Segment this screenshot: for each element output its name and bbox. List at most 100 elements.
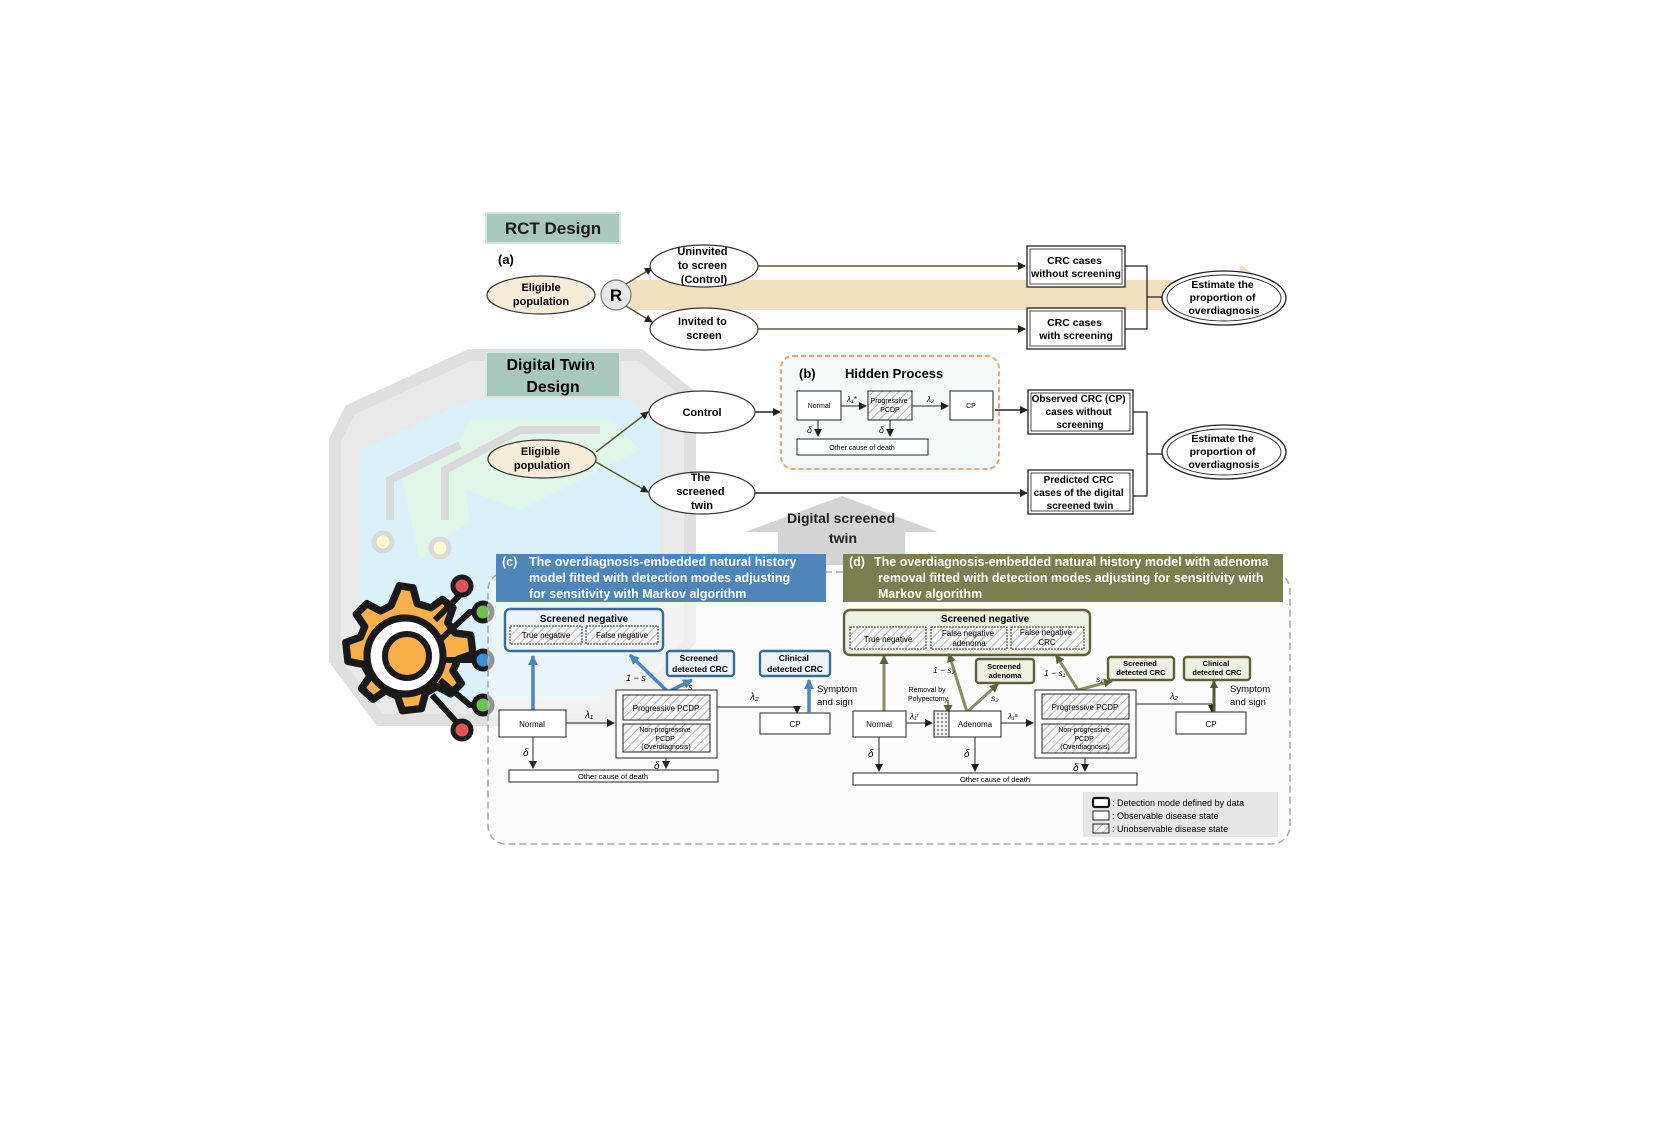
- legend: : Detection mode defined by data : Obser…: [1083, 792, 1278, 837]
- observed-line-3: screening: [1056, 420, 1103, 431]
- svg-text:Clinical detected CRC: Clinical detected CRC: [767, 653, 823, 674]
- c-nonprog-line-1: Non-progressive: [639, 727, 690, 734]
- panel-d-label: (d): [849, 555, 865, 569]
- c-cp-text: CP: [789, 720, 800, 729]
- digital-eligible-line-1: Eligible: [521, 446, 560, 458]
- crc-without-line-2: without screening: [1030, 268, 1121, 280]
- predicted-crc-box: [1027, 469, 1134, 515]
- d-screened-detected-box: [1106, 655, 1176, 682]
- hidden-delta-1: δ: [807, 425, 813, 435]
- digital-arrow-control: [595, 411, 649, 453]
- c-delta-2: δ: [654, 761, 660, 772]
- c-s: s: [688, 682, 693, 692]
- rct-arrow-uninvited: [625, 267, 653, 285]
- d-delta-1: δ: [868, 749, 874, 760]
- c-progressive-box: [622, 694, 711, 721]
- legend-unobservable-swatch: [1092, 823, 1110, 834]
- legend-unobservable-text: : Unobservable disease state: [1112, 824, 1228, 834]
- hidden-other-death-box: [796, 438, 929, 456]
- control-text: Control: [682, 407, 721, 419]
- c-false-negative-text: False negative: [596, 631, 649, 640]
- digital-header-line-2: Design: [526, 379, 579, 396]
- c-other-death-text: Other cause of death: [578, 772, 648, 781]
- svg-text:Symptom and sign: Symptom and sign: [817, 684, 860, 708]
- d-lambda2: λ₂: [1169, 691, 1178, 701]
- d-false-negative-crc-box: [1010, 626, 1085, 650]
- uninvited-text: Uninvited to screen (Control): [677, 246, 730, 286]
- rct-header-text: RCT Design: [505, 219, 601, 238]
- crc-with-line-2: with screening: [1038, 330, 1113, 342]
- panel-d-header: [843, 554, 1283, 602]
- c-screened-detected-line-2: detected CRC: [672, 664, 728, 674]
- d-fna-line-1: False negative: [942, 629, 995, 638]
- d-symptom-line-2: and sign: [1230, 697, 1266, 708]
- legend-observable-swatch: [1092, 810, 1110, 821]
- rct-header: [485, 212, 621, 244]
- svg-text:Screened adenoma: Screened adenoma: [987, 662, 1023, 680]
- hidden-lambda1: λ₁*: [846, 395, 857, 404]
- twin-line-2: screened: [676, 486, 724, 498]
- panel-d-title-3: Markov algorithm: [878, 587, 982, 601]
- digital-header-line-1: Digital Twin: [506, 357, 595, 374]
- crc-with-screening-box: [1026, 307, 1126, 350]
- digital-estimate-line-1: Estimate the: [1191, 433, 1254, 445]
- c-arrow-pcdp-to-negative: [628, 653, 670, 694]
- d-arrow-adenoma-to-screened: [965, 682, 1000, 714]
- svg-text:Digital Twin Design: Digital Twin Design: [506, 357, 599, 396]
- dst-line-1: Digital screened: [787, 510, 895, 526]
- hidden-progressive-line-1: Progressive: [871, 398, 908, 405]
- c-lambda1: λ₁: [584, 710, 593, 721]
- d-lambda1a: λ₁ᵃ: [1007, 712, 1018, 721]
- d-sa-line-2: adenoma: [989, 671, 1023, 680]
- c-progressive-text: Progressive PCDP: [633, 704, 700, 713]
- svg-text:Non-progressive PCDP: Non-progressive PCDP (Overdiagnosis): [639, 727, 692, 751]
- c-symptom-line-1: Symptom: [817, 684, 857, 695]
- svg-text:Predicted CRC cases of t: Predicted CRC cases of the digital scree…: [1034, 475, 1127, 512]
- d-sd-line-2: detected CRC: [1116, 668, 1166, 677]
- svg-text:(c) The overdiagnosis-em: (c) The overdiagnosis-embedded natural h…: [502, 555, 800, 601]
- panel-d-title-1: The overdiagnosis-embedded natural histo…: [874, 555, 1270, 569]
- crc-without-screening-box: [1026, 245, 1126, 288]
- d-symptom-line-1: Symptom: [1230, 684, 1270, 695]
- panel-c-label: (c): [502, 555, 517, 569]
- d-lambda1r: λ₁ʳ: [909, 712, 919, 721]
- c-nonprogressive-box: [622, 723, 711, 753]
- d-polyp-box: [933, 710, 950, 738]
- d-s1: s₁: [1096, 674, 1103, 684]
- d-screened-adenoma-box: [974, 657, 1036, 685]
- invited-line-1: Invited to: [678, 316, 727, 328]
- uninvited-line-2: to screen: [678, 260, 727, 272]
- observed-line-2: cases without: [1046, 407, 1113, 418]
- d-removal-line-2: Polypectomy: [908, 696, 949, 703]
- d-arrow-adenoma-to-negative: [947, 653, 969, 713]
- rct-estimate-line-2: proportion of: [1190, 292, 1256, 304]
- c-true-negative-text: True negative: [522, 631, 571, 640]
- gear-circuit-icon: [342, 574, 495, 742]
- svg-text:The screened twin: The screened twin: [676, 472, 727, 512]
- digital-twin-section: Digital Twin Design Eligible population …: [485, 351, 1028, 515]
- d-s2: s₂: [991, 693, 999, 703]
- randomization-text: R: [610, 286, 622, 305]
- svg-text:False negative adenoma: False negative adenoma: [942, 629, 996, 648]
- rct-arrow-invited: [625, 305, 653, 323]
- d-nonprogressive-box: [1041, 723, 1130, 754]
- svg-text:Estimate the proportion: Estimate the proportion of overdiagnosis: [1188, 433, 1259, 471]
- digital-estimate-line-2: proportion of: [1190, 446, 1256, 458]
- predicted-line-2: cases of the digital: [1034, 488, 1124, 499]
- svg-text:Removal by Polypectomy: Removal by Polypectomy: [908, 687, 949, 703]
- svg-text:(d) The overdiagnosis-em: (d) The overdiagnosis-embedded natural h…: [849, 555, 1272, 601]
- rct-background-arrow: [630, 264, 1280, 326]
- invited-node: [649, 307, 759, 351]
- hidden-process-panel: (b) Hidden Process Normal λ₁* Progressiv…: [780, 355, 1000, 470]
- c-normal-text: Normal: [519, 720, 545, 729]
- svg-text:Progressive PCDP: Progressive PCDP: [871, 398, 910, 414]
- d-removal-line-1: Removal by: [909, 687, 946, 694]
- c-true-negative-box: [509, 625, 583, 645]
- panel-d: (d) The overdiagnosis-embedded natural h…: [842, 554, 1283, 786]
- rct-estimate-node: [1161, 270, 1287, 326]
- hidden-other-death-text: Other cause of death: [829, 445, 894, 452]
- d-other-death-box: [852, 772, 1138, 786]
- digital-eligible-line-2: population: [514, 460, 570, 472]
- dst-line-2: twin: [829, 530, 857, 546]
